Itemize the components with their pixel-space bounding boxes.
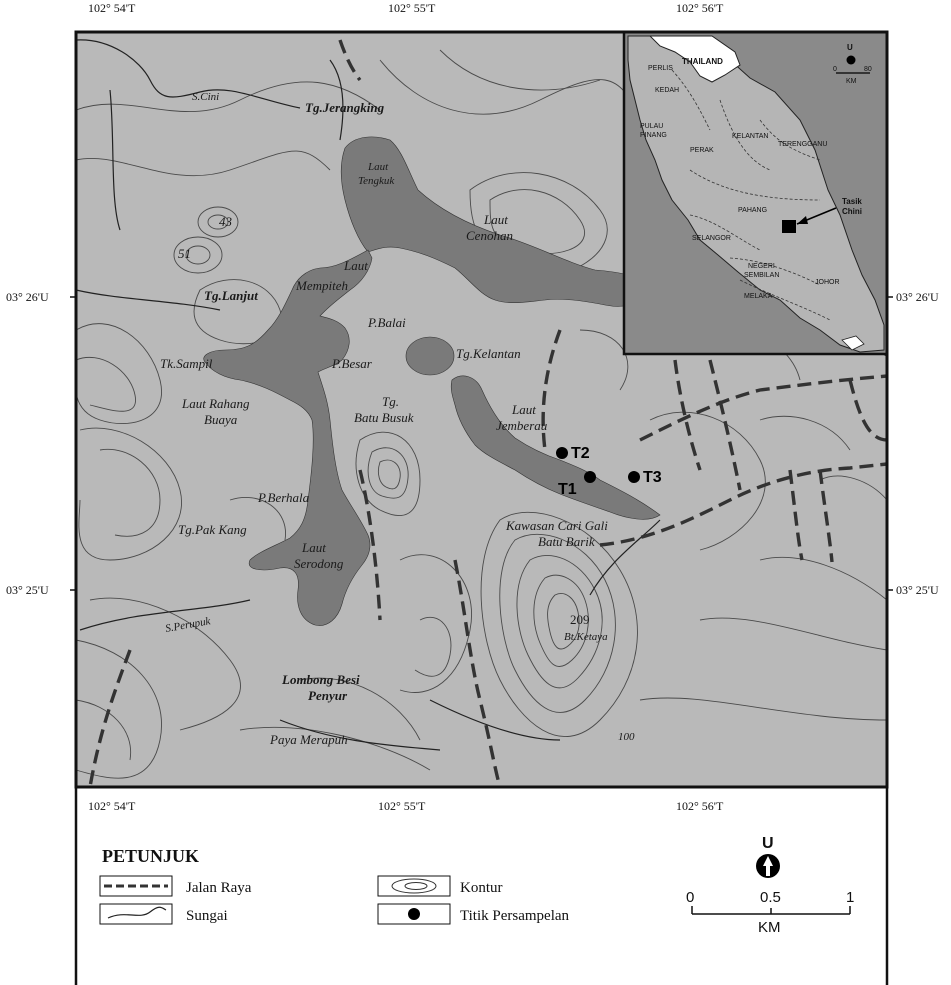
legend-label-kontur: Kontur: [460, 880, 503, 896]
label-lombong-1: Lombong Besi: [281, 672, 360, 687]
scale-unit: KM: [758, 919, 781, 936]
coord-bottom-55: 102° 55'T: [378, 799, 426, 813]
river-lines: [75, 39, 661, 751]
coord-bottom-54: 102° 54'T: [88, 799, 136, 813]
inset-label-johor: JOHOR: [815, 279, 840, 286]
inset-north-label: U: [847, 43, 853, 52]
coord-left-26: 03° 26'U: [6, 290, 49, 304]
inset-label-tasik-1: Tasik: [842, 197, 862, 206]
label-laut-tengkuk-2: Tengkuk: [358, 175, 395, 187]
label-tk-sampil: Tk.Sampil: [160, 356, 213, 371]
inset-singapore: [841, 335, 865, 351]
elevation-209: 209: [570, 612, 590, 627]
scale-one: 1: [846, 889, 854, 906]
label-paya-merapuh: Paya Merapuh: [269, 732, 348, 747]
coord-right-26: 03° 26'U: [896, 290, 939, 304]
legend-panel: 102° 54'T 102° 55'T 102° 56'T PETUNJUK J…: [74, 787, 889, 985]
north-label: U: [762, 835, 774, 852]
coord-top-54: 102° 54'T: [88, 1, 136, 15]
inset-peninsula: [627, 35, 885, 353]
label-tg-batu-1: Tg.: [382, 394, 399, 409]
label-tg-kelantan: Tg.Kelantan: [456, 346, 521, 361]
coord-top-55: 102° 55'T: [388, 1, 436, 15]
elevation-100: 100: [618, 731, 635, 743]
label-laut-rahang-1: Laut Rahang: [181, 396, 250, 411]
legend-river-icon: [107, 906, 167, 919]
label-tg-pak-kang: Tg.Pak Kang: [178, 522, 247, 537]
legend-label-sungai: Sungai: [186, 908, 228, 924]
label-kawasan-2: Batu Barik: [538, 534, 595, 549]
label-laut-cenohan-1: Laut: [483, 212, 508, 227]
inset-scale-unit: KM: [846, 78, 857, 85]
legend-label-jalan-raya: Jalan Raya: [186, 880, 252, 896]
inset-label-melaka: MELAKA: [744, 293, 773, 300]
label-p-balai: P.Balai: [367, 315, 406, 330]
inset-label-kelantan: KELANTAN: [732, 133, 768, 140]
inset-north-icon: [846, 55, 856, 65]
elevation-51: 51: [178, 246, 191, 261]
label-tg-jerangking: Tg.Jerangking: [305, 100, 385, 115]
sample-label-t3: T3: [643, 469, 662, 486]
map-frame-border: [74, 30, 889, 789]
inset-label-perlis: PERLIS: [648, 65, 673, 72]
label-bt-ketaya: Bt.Ketaya: [564, 631, 608, 643]
inset-label-tasik-2: Chini: [842, 207, 862, 216]
inset-label-negeri-1: NEGERI: [748, 263, 775, 270]
inset-label-kedah: KEDAH: [655, 87, 679, 94]
sample-point-t2: [556, 447, 568, 459]
coord-bottom-56: 102° 56'T: [676, 799, 724, 813]
main-map: 43 51 209 100 S.Cini Tg.Jerangking Laut …: [74, 30, 889, 789]
sample-point-t1: [584, 471, 596, 483]
coord-right-25: 03° 25'U: [896, 583, 939, 597]
label-p-berhala: P.Berhala: [257, 490, 310, 505]
inset-map: THAILAND PERLIS KEDAH PULAU PINANG PERAK…: [622, 30, 889, 356]
inset-label-pulau-2: PINANG: [640, 132, 667, 139]
label-kawasan-1: Kawasan Cari Gali: [505, 518, 608, 533]
inset-label-thailand: THAILAND: [682, 57, 723, 66]
sample-label-t2: T2: [571, 445, 590, 462]
inset-label-selangor: SELANGOR: [692, 235, 731, 242]
inset-label-perak: PERAK: [690, 147, 714, 154]
scale-half: 0.5: [760, 889, 781, 906]
inset-location-marker: [782, 220, 796, 233]
label-p-besar: P.Besar: [331, 356, 373, 371]
inset-thailand: [648, 35, 741, 83]
inset-label-pulau-1: PULAU: [640, 123, 663, 130]
legend-contour-icon: [391, 878, 437, 894]
label-laut-jemberau-2: Jemberau: [496, 418, 548, 433]
label-tg-batu-2: Batu Busuk: [354, 410, 414, 425]
coord-left-25: 03° 25'U: [6, 583, 49, 597]
label-laut-serodong-1: Laut: [301, 540, 326, 555]
legend-title: PETUNJUK: [102, 846, 199, 866]
label-laut-cenohan-2: Cenohan: [466, 228, 513, 243]
coord-top-56: 102° 56'T: [676, 1, 724, 15]
legend-contour-box: [377, 875, 451, 897]
label-laut-mempiteh-1: Laut: [343, 258, 368, 273]
inset-label-pahang: PAHANG: [738, 207, 767, 214]
label-s-cini: S.Cini: [192, 91, 219, 103]
inset-label-terengganu: TERENGGANU: [778, 141, 827, 148]
legend-sample-icon: [408, 908, 420, 920]
inset-state-borders: [671, 69, 831, 321]
label-laut-mempiteh-2: Mempiteh: [295, 278, 348, 293]
scale-zero: 0: [686, 889, 694, 906]
legend-label-titik: Titik Persampelan: [460, 908, 570, 924]
label-laut-serodong-2: Serodong: [294, 556, 344, 571]
label-tg-lanjut: Tg.Lanjut: [204, 288, 258, 303]
elevation-43: 43: [219, 214, 233, 229]
label-laut-tengkuk-1: Laut: [367, 161, 389, 173]
sample-label-t1: T1: [558, 481, 577, 498]
label-lombong-2: Penyur: [308, 688, 348, 703]
inset-scale-0: 0: [833, 66, 837, 73]
inset-arrow-head: [797, 216, 808, 224]
label-laut-rahang-2: Buaya: [204, 412, 238, 427]
inset-scale-80: 80: [864, 66, 872, 73]
inset-label-negeri-2: SEMBILAN: [744, 272, 779, 279]
label-laut-jemberau-1: Laut: [511, 402, 536, 417]
sample-point-t3: [628, 471, 640, 483]
